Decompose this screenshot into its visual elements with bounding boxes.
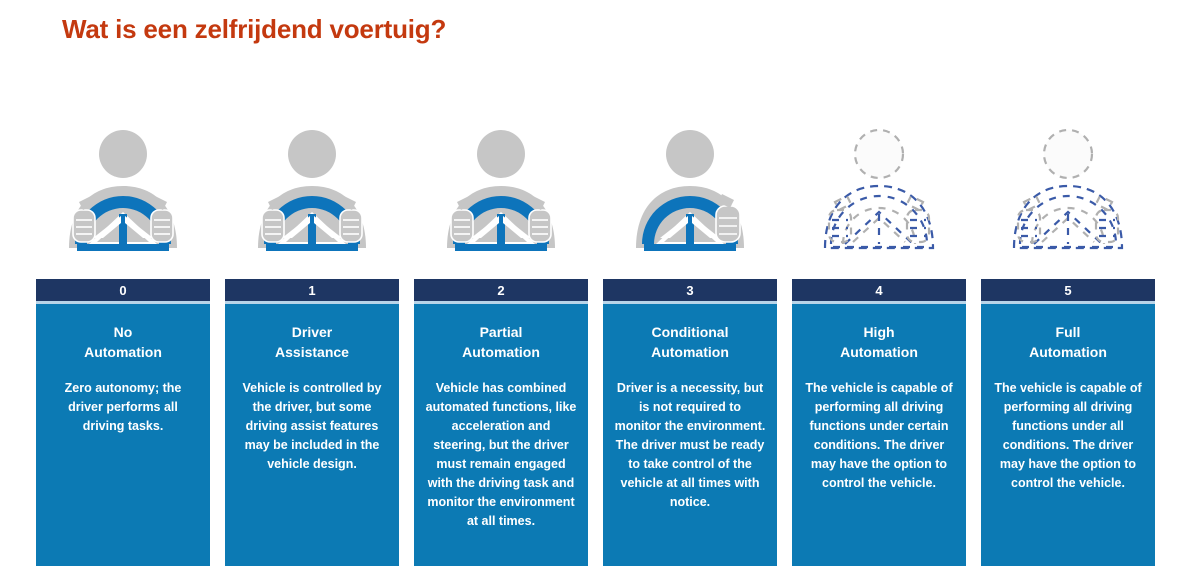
driver-both-hands-icon (258, 130, 366, 251)
level-card-body: Full Automation The vehicle is capable o… (981, 304, 1155, 566)
level-card-body: High Automation The vehicle is capable o… (792, 304, 966, 566)
level-title: Driver Assistance (275, 324, 349, 361)
level-card-body: Conditional Automation Driver is a neces… (603, 304, 777, 566)
level-title: Full Automation (1029, 324, 1107, 361)
icon-cell-level-5 (981, 128, 1155, 252)
level-description: Driver is a necessity, but is not requir… (614, 380, 766, 509)
level-title: Conditional Automation (651, 324, 729, 361)
level-description: Zero autonomy; the driver performs all d… (64, 380, 182, 433)
level-card-1[interactable]: 1 Driver Assistance Vehicle is controlle… (225, 279, 399, 566)
icon-cell-level-1 (225, 128, 399, 252)
level-card-0[interactable]: 0 No Automation Zero autonomy; the drive… (36, 279, 210, 566)
level-card-5[interactable]: 5 Full Automation The vehicle is capable… (981, 279, 1155, 566)
page-title: Wat is een zelfrijdend voertuig? (62, 14, 447, 44)
driver-one-hand-icon (636, 130, 744, 251)
level-number-badge: 3 (603, 279, 777, 301)
driver-ghost-icon (823, 128, 935, 250)
level-number-badge: 4 (792, 279, 966, 301)
level-title: No Automation (84, 324, 162, 361)
icon-cell-level-2 (414, 128, 588, 252)
level-card-body: No Automation Zero autonomy; the driver … (36, 304, 210, 566)
level-number-badge: 2 (414, 279, 588, 301)
driver-both-hands-icon (447, 130, 555, 251)
level-description: Vehicle is controlled by the driver, but… (242, 380, 382, 471)
card-divider (981, 301, 1155, 304)
level-number-badge: 1 (225, 279, 399, 301)
icon-cell-level-4 (792, 128, 966, 252)
level-card-2[interactable]: 2 Partial Automation Vehicle has combine… (414, 279, 588, 566)
level-title: High Automation (840, 324, 918, 361)
driver-both-hands-icon (69, 130, 177, 251)
card-divider (603, 301, 777, 304)
level-card-3[interactable]: 3 Conditional Automation Driver is a nec… (603, 279, 777, 566)
level-number-badge: 0 (36, 279, 210, 301)
driver-ghost-icon (1012, 128, 1124, 250)
level-card-4[interactable]: 4 High Automation The vehicle is capable… (792, 279, 966, 566)
level-description: The vehicle is capable of performing all… (805, 380, 953, 490)
card-divider (225, 301, 399, 304)
icon-cell-level-0 (36, 128, 210, 252)
level-description: Vehicle has combined automated functions… (425, 380, 577, 528)
level-description: The vehicle is capable of performing all… (994, 380, 1142, 490)
icon-cell-level-3 (603, 128, 777, 252)
level-card-body: Driver Assistance Vehicle is controlled … (225, 304, 399, 566)
level-title: Partial Automation (462, 324, 540, 361)
card-divider (792, 301, 966, 304)
card-divider (36, 301, 210, 304)
card-divider (414, 301, 588, 304)
driver-icon-row (36, 128, 1172, 252)
level-number-badge: 5 (981, 279, 1155, 301)
automation-level-cards: 0 No Automation Zero autonomy; the drive… (36, 279, 1172, 566)
level-card-body: Partial Automation Vehicle has combined … (414, 304, 588, 566)
